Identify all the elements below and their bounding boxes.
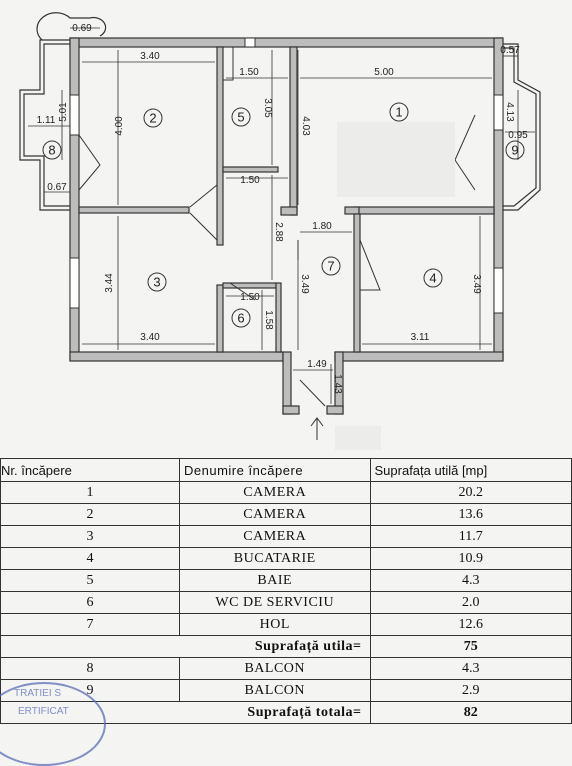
room-number: 2 xyxy=(149,111,156,126)
dim-label: 5.00 xyxy=(374,67,394,78)
cell-nr: 1 xyxy=(0,481,180,504)
dim-label: 4.13 xyxy=(504,102,515,122)
dim-label: 0.95 xyxy=(508,130,528,141)
cell-nr: 8 xyxy=(0,657,180,680)
cell-nr: 5 xyxy=(0,569,180,592)
cell-area: 10.9 xyxy=(369,547,572,570)
cell-area: 12.6 xyxy=(369,613,572,636)
cell-area: 11.7 xyxy=(369,525,572,548)
cell-name: BAIE xyxy=(179,569,371,592)
balconies xyxy=(19,12,541,211)
dim-label: 3.40 xyxy=(140,51,160,62)
table-header-row: Nr. încăpere Denumire încăpere Suprafața… xyxy=(0,458,572,482)
entrance-arrow-icon xyxy=(310,417,324,440)
cell-area: 2.9 xyxy=(369,679,572,702)
header-nr: Nr. încăpere xyxy=(0,458,180,482)
room-number: 8 xyxy=(48,143,55,158)
cell-name: BUCATARIE xyxy=(179,547,371,570)
cell-nr: 6 xyxy=(0,591,180,614)
dim-label: 4.00 xyxy=(114,116,125,136)
cell-nr: 2 xyxy=(0,503,180,526)
cell-name: CAMERA xyxy=(179,503,371,526)
room-number: 5 xyxy=(237,110,244,125)
cell-area: 13.6 xyxy=(369,503,572,526)
total-area-value: 82 xyxy=(369,701,572,724)
room-number: 7 xyxy=(327,259,334,274)
cell-area: 4.3 xyxy=(369,569,572,592)
dim-label: 3.11 xyxy=(411,332,430,343)
dim-label: 1.50 xyxy=(240,292,260,303)
redaction-box xyxy=(335,426,381,450)
room-number: 6 xyxy=(237,311,244,326)
cell-area: 2.0 xyxy=(369,591,572,614)
dimension-lines xyxy=(28,27,535,404)
redaction-box xyxy=(337,122,455,197)
dim-label: 3.40 xyxy=(140,332,160,343)
header-area: Suprafața utilă [mp] xyxy=(369,458,572,482)
room-circles xyxy=(42,102,525,328)
stamp-text: TRATIEI S xyxy=(14,688,62,699)
cell-empty xyxy=(0,635,180,658)
dim-label: 1.50 xyxy=(239,67,259,78)
dim-label: 1.58 xyxy=(263,310,274,330)
room-numbers: 1 2 3 4 5 6 7 8 9 xyxy=(48,105,518,326)
cell-name: CAMERA xyxy=(179,481,371,504)
cell-nr: 3 xyxy=(0,525,180,548)
walls xyxy=(69,37,504,415)
windows xyxy=(69,37,504,314)
dim-label: 1.50 xyxy=(240,175,260,186)
dim-label: 0.57 xyxy=(500,45,520,56)
cell-name: BALCON xyxy=(179,679,371,702)
cell-name: WC DE SERVICIU xyxy=(179,591,371,614)
floor-plan: 1 2 3 4 5 6 7 8 9 0.69 3.40 1.50 5.00 0.… xyxy=(19,12,541,450)
cell-name: HOL xyxy=(179,613,371,636)
dim-label: 1.11 xyxy=(37,115,56,126)
cell-area: 20.2 xyxy=(369,481,572,504)
cell-nr: 7 xyxy=(0,613,180,636)
rooms-table: Nr. încăpere Denumire încăpere Suprafața… xyxy=(0,458,572,724)
cell-nr: 4 xyxy=(0,547,180,570)
room-number: 4 xyxy=(429,271,436,286)
room-number: 3 xyxy=(153,275,160,290)
dimension-labels: 0.69 3.40 1.50 5.00 0.57 5.01 1.11 4.00 … xyxy=(37,23,529,394)
total-area-label: Suprafață totala= xyxy=(179,701,371,724)
stamp-text: ERTIFICAT xyxy=(18,706,69,717)
dim-label: 1.43 xyxy=(332,374,343,394)
dim-label: 5.01 xyxy=(58,102,69,122)
cell-area: 4.3 xyxy=(369,657,572,680)
useful-area-label: Suprafață utila= xyxy=(179,635,371,658)
dim-label: 2.88 xyxy=(273,222,284,242)
dim-label: 1.49 xyxy=(307,359,327,370)
cell-name: CAMERA xyxy=(179,525,371,548)
room-number: 9 xyxy=(511,143,518,158)
dim-label: 0.69 xyxy=(72,23,92,34)
dim-label: 3.49 xyxy=(471,274,482,294)
cell-name: BALCON xyxy=(179,657,371,680)
dim-label: 4.03 xyxy=(300,116,311,136)
room-number: 1 xyxy=(395,105,402,120)
header-name: Denumire încăpere xyxy=(179,458,371,482)
useful-area-row: Suprafață utila=75 xyxy=(0,635,572,658)
dim-label: 1.80 xyxy=(312,221,332,232)
dim-label: 0.67 xyxy=(47,182,67,193)
dim-label: 3.44 xyxy=(104,273,115,293)
dim-label: 3.05 xyxy=(262,98,273,118)
useful-area-value: 75 xyxy=(369,635,572,658)
dim-label: 3.49 xyxy=(299,274,310,294)
